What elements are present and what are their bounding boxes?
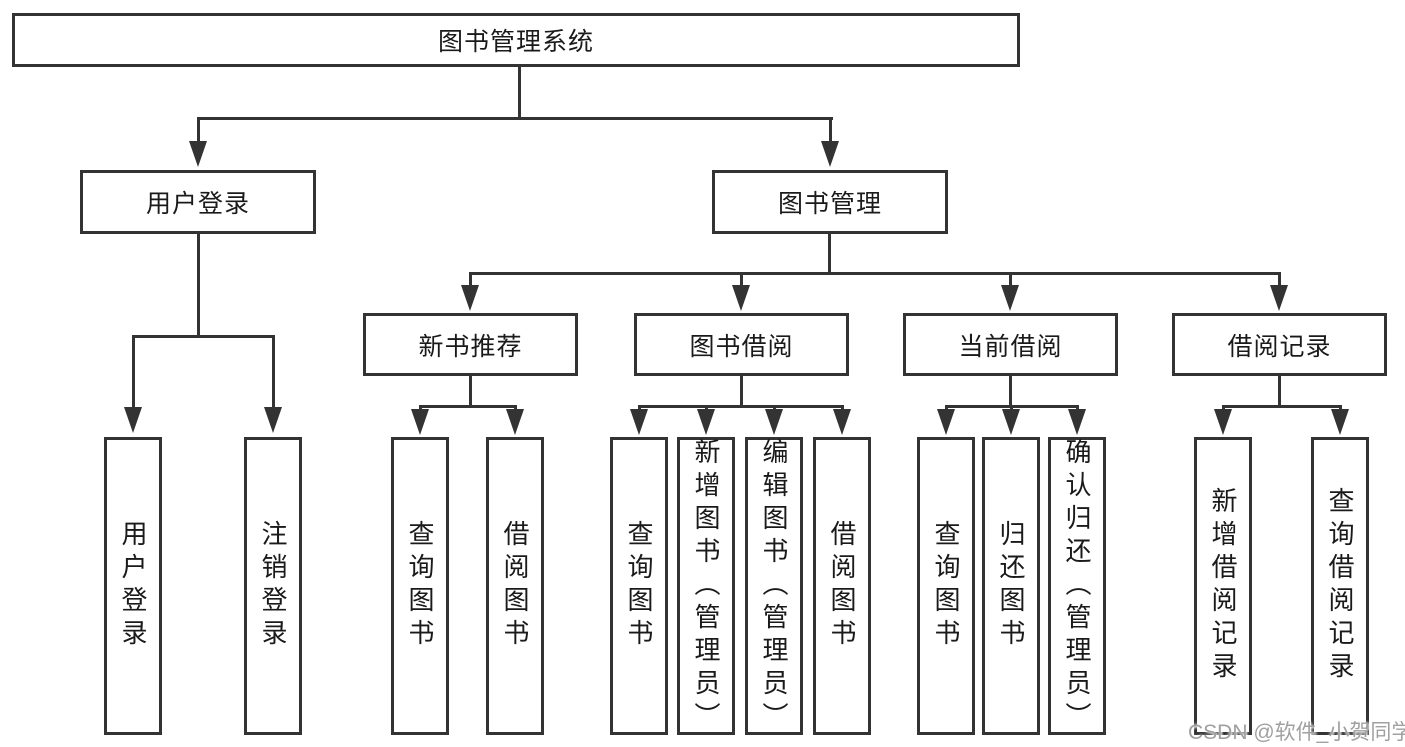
- leaf-query-books-borrowing-label: 查询图书: [624, 520, 654, 652]
- node-user-login-group-label: 用户登录: [145, 190, 250, 218]
- connector-line: [1009, 374, 1012, 407]
- connector-line: [197, 117, 200, 143]
- node-new-book-recommend-label: 新书推荐: [418, 332, 523, 361]
- arrow-down-icon: [765, 409, 783, 435]
- leaf-borrow-books-recommend-label: 借阅图书: [500, 520, 530, 652]
- node-new-book-recommend: 新书推荐: [363, 313, 578, 376]
- leaf-query-books-recommend: 查询图书: [391, 437, 449, 735]
- connector-line: [272, 335, 275, 410]
- connector-line: [638, 405, 844, 408]
- arrow-down-icon: [461, 285, 479, 311]
- arrow-down-icon: [1270, 285, 1288, 311]
- leaf-edit-book-admin: 编辑图书（管理员）: [745, 437, 803, 735]
- connector-line: [740, 272, 743, 288]
- connector-line: [132, 335, 275, 338]
- node-user-login-group: 用户登录: [80, 170, 316, 234]
- leaf-borrow-books-recommend: 借阅图书: [486, 437, 544, 735]
- leaf-user-login: 用户登录: [104, 437, 162, 735]
- leaf-logout-label: 注销登录: [258, 520, 288, 652]
- connector-line: [828, 232, 831, 274]
- arrow-down-icon: [124, 407, 142, 433]
- leaf-query-borrow-record-label: 查询借阅记录: [1325, 487, 1355, 685]
- arrow-down-icon: [821, 141, 839, 167]
- node-book-management: 图书管理: [712, 170, 948, 234]
- connector-line: [1222, 405, 1342, 408]
- arrow-down-icon: [697, 409, 715, 435]
- node-borrowing-records: 借阅记录: [1172, 313, 1387, 376]
- node-root-label: 图书管理系统: [437, 28, 594, 56]
- node-root: 图书管理系统: [12, 13, 1020, 67]
- connector-line: [419, 405, 517, 408]
- connector-line: [132, 335, 135, 410]
- arrow-down-icon: [732, 285, 750, 311]
- node-current-borrowing: 当前借阅: [903, 313, 1118, 376]
- leaf-confirm-return-admin: 确认归还（管理员）: [1048, 437, 1106, 735]
- arrow-down-icon: [630, 409, 648, 435]
- watermark: CSDN @软件_小贺同学: [1188, 721, 1405, 744]
- leaf-add-book-admin: 新增图书（管理员）: [677, 437, 735, 735]
- leaf-query-books-current-label: 查询图书: [931, 520, 961, 652]
- node-book-management-label: 图书管理: [777, 190, 882, 218]
- node-book-borrowing: 图书借阅: [634, 313, 849, 376]
- node-book-borrowing-label: 图书借阅: [689, 332, 794, 361]
- arrow-down-icon: [1331, 409, 1349, 435]
- arrow-down-icon: [264, 407, 282, 433]
- leaf-edit-book-admin-label: 编辑图书（管理员）: [759, 437, 789, 735]
- leaf-borrow-books-borrowing-label: 借阅图书: [827, 520, 857, 652]
- leaf-logout: 注销登录: [244, 437, 302, 735]
- leaf-query-borrow-record: 查询借阅记录: [1311, 437, 1369, 735]
- connector-line: [1278, 272, 1281, 288]
- leaf-query-books-current: 查询图书: [917, 437, 975, 735]
- arrow-down-icon: [937, 409, 955, 435]
- arrow-down-icon: [189, 141, 207, 167]
- leaf-query-books-borrowing: 查询图书: [610, 437, 668, 735]
- connector-line: [469, 272, 1281, 275]
- connector-line: [518, 66, 521, 120]
- leaf-add-borrow-record: 新增借阅记录: [1194, 437, 1252, 735]
- connector-line: [740, 374, 743, 407]
- connector-line: [1278, 374, 1281, 407]
- connector-line: [197, 117, 833, 120]
- node-current-borrowing-label: 当前借阅: [958, 332, 1063, 361]
- leaf-borrow-books-borrowing: 借阅图书: [813, 437, 871, 735]
- arrow-down-icon: [1001, 285, 1019, 311]
- leaf-query-books-recommend-label: 查询图书: [405, 520, 435, 652]
- leaf-add-book-admin-label: 新增图书（管理员）: [691, 437, 721, 735]
- leaf-confirm-return-admin-label: 确认归还（管理员）: [1062, 437, 1092, 735]
- connector-line: [469, 374, 472, 407]
- leaf-add-borrow-record-label: 新增借阅记录: [1208, 487, 1238, 685]
- connector-line: [1009, 272, 1012, 288]
- connector-line: [829, 117, 832, 143]
- arrow-down-icon: [1214, 409, 1232, 435]
- arrow-down-icon: [833, 409, 851, 435]
- connector-line: [197, 232, 200, 337]
- arrow-down-icon: [411, 409, 429, 435]
- connector-line: [469, 272, 472, 288]
- arrow-down-icon: [1068, 409, 1086, 435]
- leaf-return-book-label: 归还图书: [996, 520, 1026, 652]
- node-borrowing-records-label: 借阅记录: [1227, 332, 1332, 361]
- leaf-return-book: 归还图书: [982, 437, 1040, 735]
- arrow-down-icon: [506, 409, 524, 435]
- leaf-user-login-label: 用户登录: [118, 520, 148, 652]
- arrow-down-icon: [1002, 409, 1020, 435]
